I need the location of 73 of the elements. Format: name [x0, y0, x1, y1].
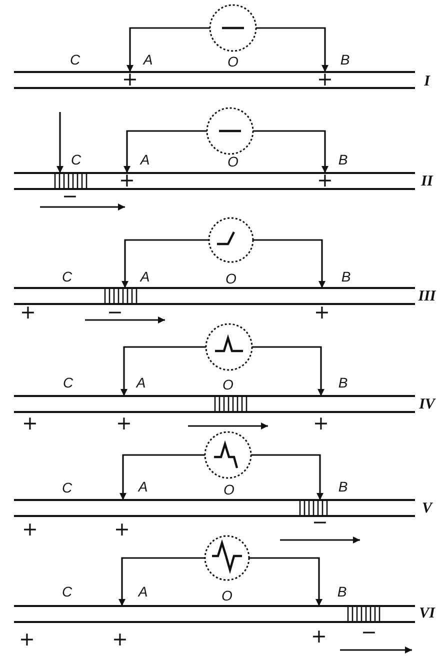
- lead-wire: [252, 346, 324, 396]
- lead-wire: [251, 454, 324, 500]
- meter-circle: [208, 217, 254, 263]
- point-label: A: [136, 376, 146, 390]
- charge-sign: +: [313, 414, 329, 434]
- charge-sign: +: [22, 520, 38, 540]
- point-label: O: [224, 482, 234, 498]
- point-label: B: [338, 152, 348, 168]
- point-label: C: [62, 480, 72, 496]
- point-label: B: [338, 376, 348, 390]
- lead-wire: [256, 27, 328, 72]
- point-label: A: [140, 270, 150, 284]
- point-label: A: [143, 52, 153, 68]
- nerve-fiber: [14, 395, 415, 413]
- nerve-fiber: [14, 172, 415, 190]
- panel-number: I: [424, 74, 430, 90]
- panel-number: V: [422, 502, 432, 516]
- lead-wire: [120, 346, 206, 396]
- lead-wire: [126, 27, 210, 72]
- point-label: C: [62, 270, 72, 284]
- panel-number: IV: [419, 398, 435, 412]
- charge-sign: +: [119, 172, 135, 190]
- point-label: O: [228, 154, 238, 170]
- point-label: O: [222, 378, 234, 392]
- point-label: C: [70, 152, 82, 168]
- meter-circle: [204, 535, 250, 581]
- charge-sign: −: [62, 188, 78, 206]
- meter-circle: [205, 323, 253, 371]
- lead-wire: [118, 557, 205, 606]
- charge-sign: +: [20, 304, 36, 322]
- point-label: B: [337, 584, 347, 600]
- point-label: A: [138, 584, 148, 600]
- charge-sign: −: [361, 624, 377, 642]
- lead-wire: [120, 454, 205, 500]
- lead-wire: [253, 239, 326, 288]
- panel-number: VI: [419, 606, 435, 622]
- point-label: O: [222, 588, 232, 604]
- point-label: B: [340, 52, 350, 68]
- point-label: B: [341, 270, 351, 284]
- meter-circle: [209, 4, 257, 52]
- panel-number: III: [418, 290, 436, 304]
- charge-sign: +: [112, 630, 128, 650]
- charge-sign: +: [19, 630, 35, 650]
- point-label: C: [70, 52, 80, 68]
- lead-wire: [253, 130, 328, 173]
- nerve-fiber: [14, 605, 415, 623]
- stimulus-arrow: [56, 112, 64, 173]
- charge-sign: +: [22, 414, 38, 434]
- charge-sign: −: [107, 304, 123, 322]
- charge-sign: +: [314, 304, 330, 322]
- point-label: C: [62, 376, 74, 390]
- nerve-fiber: [14, 499, 415, 517]
- nerve-fiber: [14, 287, 415, 305]
- charge-sign: +: [122, 70, 138, 90]
- charge-sign: +: [311, 628, 327, 646]
- point-label: O: [226, 272, 236, 286]
- point-label: A: [138, 480, 148, 494]
- charge-sign: +: [116, 414, 132, 434]
- nerve-fiber: [14, 71, 415, 89]
- charge-sign: +: [317, 70, 333, 90]
- lead-wire: [122, 239, 209, 288]
- meter-circle: [206, 107, 254, 155]
- charge-sign: +: [317, 172, 333, 190]
- lead-wire: [124, 130, 207, 173]
- charge-sign: −: [312, 514, 328, 532]
- point-label: C: [62, 584, 72, 600]
- point-label: A: [140, 152, 150, 168]
- panel-number: II: [421, 174, 433, 190]
- charge-sign: +: [114, 520, 130, 540]
- lead-wire: [249, 557, 322, 606]
- point-label: O: [228, 54, 238, 70]
- meter-circle: [204, 431, 252, 479]
- point-label: B: [338, 480, 348, 494]
